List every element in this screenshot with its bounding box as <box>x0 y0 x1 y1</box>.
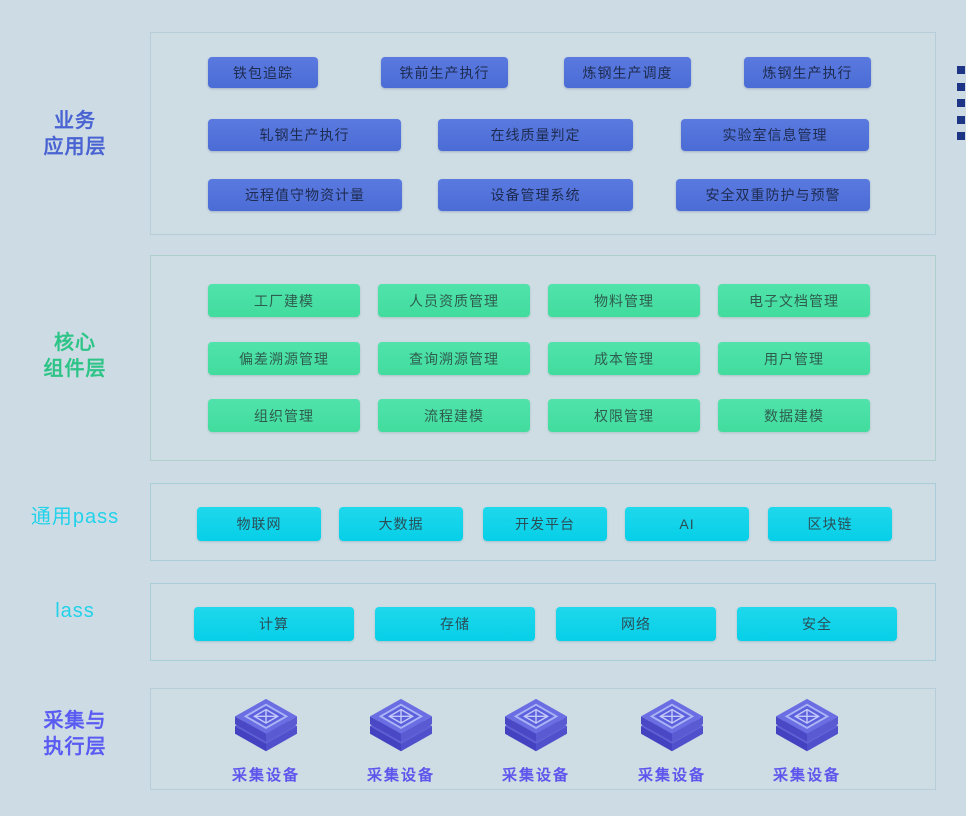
collection-device: 采集设备 <box>356 695 446 785</box>
core-button[interactable]: 人员资质管理 <box>378 284 530 317</box>
paas-button[interactable]: 区块链 <box>768 507 892 541</box>
layer-label-line: 业务 <box>54 110 96 132</box>
layer-label-line: 应用层 <box>43 136 107 158</box>
core-button[interactable]: 查询溯源管理 <box>378 342 530 375</box>
collection-device-icon <box>370 698 432 752</box>
core-button[interactable]: 电子文档管理 <box>718 284 870 317</box>
app-button[interactable]: 设备管理系统 <box>438 179 633 211</box>
core-button[interactable]: 组织管理 <box>208 399 360 432</box>
section-paas-layer: 物联网 大数据 开发平台 AI 区块链 <box>150 483 936 561</box>
iaas-button[interactable]: 计算 <box>194 607 354 641</box>
layer-label-paas: 通用pass <box>30 506 120 528</box>
edge-square-decoration <box>957 99 965 107</box>
app-button[interactable]: 铁包追踪 <box>208 57 318 88</box>
edge-square-decoration <box>957 83 965 91</box>
layer-label-core: 核心 组件层 <box>0 330 150 382</box>
core-button[interactable]: 工厂建模 <box>208 284 360 317</box>
paas-button[interactable]: 物联网 <box>197 507 321 541</box>
app-button[interactable]: 远程值守物资计量 <box>208 179 402 211</box>
collection-device-icon <box>235 698 297 752</box>
device-label: 采集设备 <box>772 767 841 784</box>
section-business-layer: 铁包追踪 铁前生产执行 炼钢生产调度 炼钢生产执行 轧钢生产执行 在线质量判定 … <box>150 32 936 235</box>
layer-label-collect: 采集与 执行层 <box>0 708 150 760</box>
section-collect-layer: 采集设备 采集设备 <box>150 688 936 790</box>
paas-button[interactable]: 开发平台 <box>483 507 607 541</box>
collection-device: 采集设备 <box>491 695 581 785</box>
core-button[interactable]: 偏差溯源管理 <box>208 342 360 375</box>
core-button[interactable]: 数据建模 <box>718 399 870 432</box>
app-button[interactable]: 炼钢生产调度 <box>564 57 691 88</box>
device-label: 采集设备 <box>231 767 300 784</box>
edge-square-decoration <box>957 116 965 124</box>
iaas-button[interactable]: 存储 <box>375 607 535 641</box>
collection-device: 采集设备 <box>762 695 852 785</box>
paas-button[interactable]: AI <box>625 507 749 541</box>
device-label: 采集设备 <box>366 767 435 784</box>
paas-button[interactable]: 大数据 <box>339 507 463 541</box>
core-button[interactable]: 成本管理 <box>548 342 700 375</box>
layer-label-line: 核心 <box>54 332 96 354</box>
layer-label-iaas: lass <box>55 600 95 622</box>
collection-device: 采集设备 <box>627 695 717 785</box>
iaas-button[interactable]: 网络 <box>556 607 716 641</box>
collection-device-icon <box>776 698 838 752</box>
app-button[interactable]: 在线质量判定 <box>438 119 633 151</box>
collection-device: 采集设备 <box>221 695 311 785</box>
device-label: 采集设备 <box>637 767 706 784</box>
core-button[interactable]: 物料管理 <box>548 284 700 317</box>
app-button[interactable]: 实验室信息管理 <box>681 119 869 151</box>
app-button[interactable]: 炼钢生产执行 <box>744 57 871 88</box>
app-button[interactable]: 铁前生产执行 <box>381 57 508 88</box>
section-core-layer: 工厂建模 人员资质管理 物料管理 电子文档管理 偏差溯源管理 查询溯源管理 成本… <box>150 255 936 461</box>
edge-square-decoration <box>957 66 965 74</box>
collection-device-icon <box>505 698 567 752</box>
device-label: 采集设备 <box>501 767 570 784</box>
core-button[interactable]: 流程建模 <box>378 399 530 432</box>
app-button[interactable]: 安全双重防护与预警 <box>676 179 870 211</box>
core-button[interactable]: 权限管理 <box>548 399 700 432</box>
section-iaas-layer: 计算 存储 网络 安全 <box>150 583 936 661</box>
app-button[interactable]: 轧钢生产执行 <box>208 119 401 151</box>
layer-label-line: 组件层 <box>43 358 107 380</box>
layer-label-business: 业务 应用层 <box>0 108 150 160</box>
layer-label-line: 执行层 <box>43 736 107 758</box>
layer-label-line: 采集与 <box>43 710 107 732</box>
edge-square-decoration <box>957 132 965 140</box>
core-button[interactable]: 用户管理 <box>718 342 870 375</box>
collection-device-icon <box>641 698 703 752</box>
iaas-button[interactable]: 安全 <box>737 607 897 641</box>
